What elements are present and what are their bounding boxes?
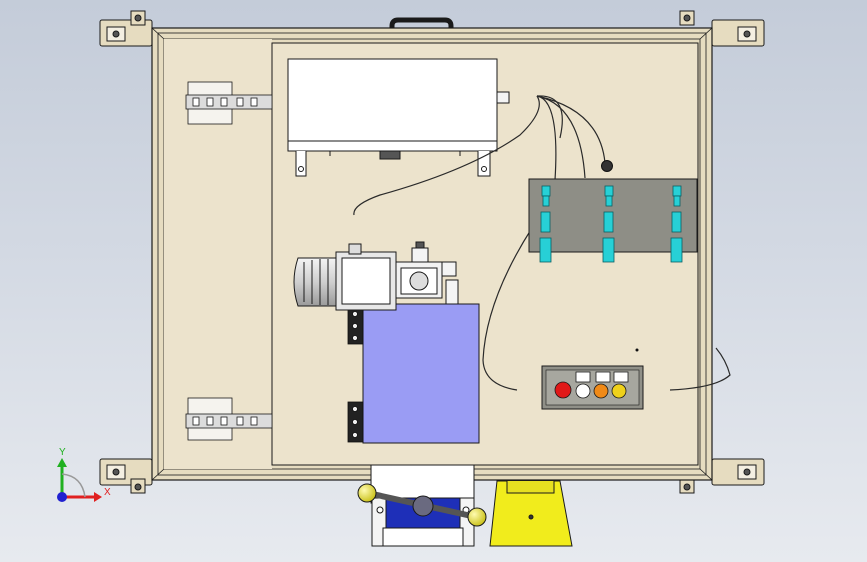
triad-y-label: Y xyxy=(59,447,66,458)
terminal-strip xyxy=(347,307,364,443)
electric-motor[interactable] xyxy=(293,241,459,311)
hydraulic-tank[interactable] xyxy=(362,303,480,444)
cable-gland xyxy=(601,160,613,172)
push-button[interactable] xyxy=(554,371,629,399)
marker-dot xyxy=(635,348,639,352)
mounting-bracket-bottom-left xyxy=(99,458,153,494)
lever-handle[interactable] xyxy=(357,483,487,527)
cable-harness xyxy=(353,95,731,391)
triad-arc xyxy=(61,473,86,498)
triad-z-axis xyxy=(57,492,67,502)
mounting-bracket-top-right xyxy=(679,10,765,47)
hinge-upper xyxy=(185,81,273,125)
hinge-lower xyxy=(185,397,273,441)
triad-y-arrowhead xyxy=(57,458,67,467)
foot-pedal[interactable] xyxy=(489,480,573,547)
triad-x-label: X xyxy=(104,487,111,498)
electrical-box[interactable] xyxy=(287,58,510,177)
connector-plug[interactable] xyxy=(539,185,683,263)
mounting-bracket-top-left xyxy=(99,10,153,47)
triad-x-arrowhead xyxy=(94,492,102,502)
coordinate-triad: X Y xyxy=(57,447,111,502)
